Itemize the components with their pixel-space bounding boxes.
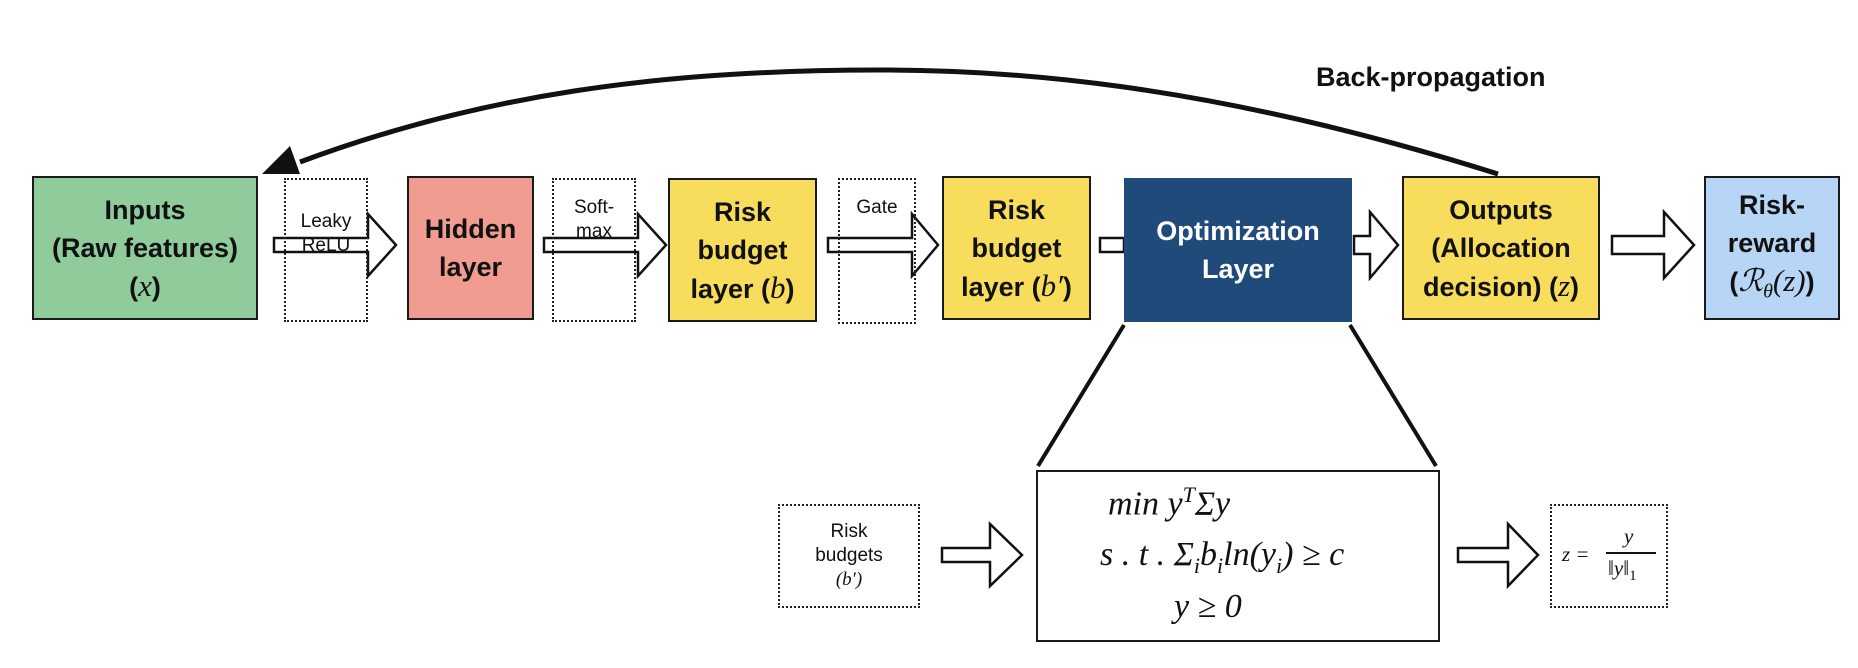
optimization-problem-box — [1036, 470, 1440, 642]
hidden-layer-node: Hidden layer — [407, 176, 534, 320]
gate-node: Gate — [838, 178, 916, 324]
budgets-line2: budgets — [815, 545, 883, 566]
reward-theta: θ — [1763, 280, 1773, 303]
arrow-opt-to-outputs — [1352, 208, 1400, 282]
leaky-line1: Leaky — [300, 211, 352, 232]
arrow-inputs-to-hidden — [272, 210, 398, 280]
risk-line2: budget — [697, 234, 788, 265]
risk-reward-node: Risk- reward (ℛθ(z)) — [1704, 176, 1840, 320]
reward-line1: Risk- — [1738, 189, 1806, 220]
softmax-line2: max — [576, 221, 612, 242]
backprop-curve — [299, 67, 1499, 177]
hidden-line1: Hidden — [424, 214, 517, 244]
arrow-budgets-to-problem — [940, 521, 1024, 589]
risk-line1: Risk — [713, 196, 772, 227]
risk-budget-layer-node: Risk budget layer (b) — [668, 178, 817, 322]
risk-line3: layer (b) — [690, 269, 795, 305]
risk-budget-layer-prime-node: Risk budget layer (b′) — [942, 176, 1091, 320]
softmax-line1: Soft- — [573, 197, 615, 218]
reward-line3: (ℛθ(z)) — [1729, 262, 1815, 303]
inputs-line3: (x) — [129, 267, 161, 303]
z-denominator: ‖y‖1 — [1608, 556, 1637, 585]
outputs-line1: Outputs — [1449, 194, 1553, 225]
budgets-line3: (b′) — [835, 569, 863, 590]
arrow-risk-to-risk2 — [826, 210, 940, 280]
outputs-node: Outputs (Allocation decision) (z) — [1402, 176, 1600, 320]
risk-var: b — [770, 269, 786, 305]
nonnegativity-line: y ≥ 0 — [1174, 588, 1242, 625]
inputs-node: Inputs (Raw features) (x) — [32, 176, 258, 320]
opt-line2: Layer — [1201, 254, 1275, 284]
opt-line1: Optimization — [1156, 216, 1320, 246]
risk-budgets-input: Risk budgets (b′) — [778, 504, 920, 608]
reward-script-r: ℛ — [1738, 262, 1764, 298]
inputs-line2: (Raw features) — [51, 232, 239, 263]
risk2-line3: layer (b′) — [961, 267, 1072, 303]
risk2-var: b′ — [1040, 267, 1063, 303]
softmax-node: Soft- max — [552, 178, 636, 322]
z-formula-box — [1550, 504, 1668, 608]
z-fraction-bar — [1606, 552, 1656, 554]
outputs-line2: (Allocation — [1431, 232, 1571, 263]
risk2-line2: budget — [971, 232, 1062, 263]
backprop-arrowhead — [262, 146, 300, 174]
arrow-hidden-to-risk — [542, 210, 668, 280]
backprop-label: Back-propagation — [1316, 62, 1546, 92]
optimization-layer-node: Optimization Layer — [1124, 178, 1352, 322]
z-lhs: z = — [1562, 542, 1590, 566]
budgets-line1: Risk — [830, 521, 868, 542]
inputs-line1: Inputs — [104, 194, 186, 225]
outputs-var: z — [1557, 267, 1571, 303]
leaky-line2: ReLU — [301, 235, 351, 256]
risk2-line1: Risk — [987, 194, 1046, 225]
leaky-relu-node: Leaky ReLU — [284, 178, 368, 322]
outputs-line3: decision) (z) — [1422, 267, 1580, 303]
reward-arg: (z) — [1772, 262, 1806, 298]
hidden-line2: layer — [438, 252, 503, 282]
constraint-line: s . t . Σibiln(yi) ≥ c — [1100, 536, 1345, 578]
reward-line2: reward — [1727, 227, 1817, 258]
objective-line: min yTΣy — [1108, 482, 1231, 523]
arrow-risk2-to-opt — [1098, 236, 1126, 254]
zoom-line-left — [1036, 323, 1126, 468]
z-numerator: y — [1624, 524, 1634, 548]
zoom-line-right — [1348, 323, 1438, 468]
arrow-problem-to-z — [1456, 520, 1540, 590]
inputs-var: x — [138, 267, 152, 303]
arrow-outputs-to-reward — [1610, 208, 1696, 282]
gate-label: Gate — [856, 197, 898, 218]
